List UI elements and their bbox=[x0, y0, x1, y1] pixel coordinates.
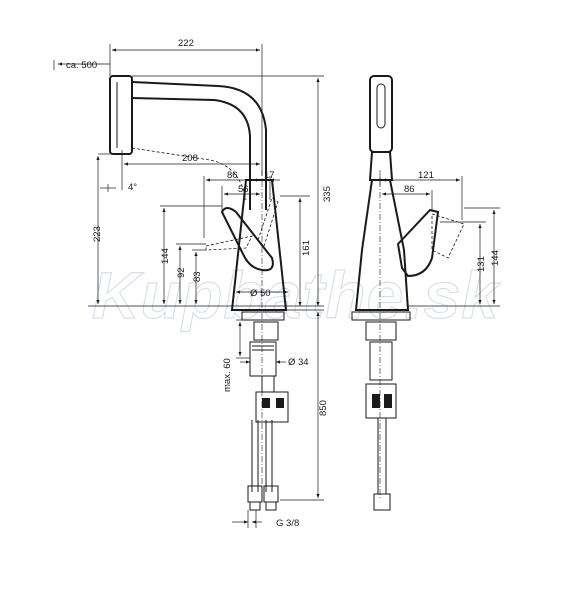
dim-front-144: 144 bbox=[490, 250, 501, 266]
dim-handle-56: 56 bbox=[238, 184, 249, 195]
dim-shank-diameter: Ø 34 bbox=[288, 357, 309, 368]
dim-front-121: 121 bbox=[418, 170, 434, 181]
lever-handle bbox=[220, 207, 274, 272]
dim-handle-17: 17 bbox=[264, 170, 275, 181]
dim-reach-total: ca. 500 bbox=[66, 60, 97, 71]
dim-max-deck: max. 60 bbox=[222, 358, 233, 392]
dim-connection-thread: G 3/8 bbox=[276, 518, 299, 529]
dim-height-144: 144 bbox=[160, 248, 171, 264]
dim-front-86: 86 bbox=[404, 184, 415, 195]
dim-angle: 4° bbox=[128, 182, 137, 193]
spray-head bbox=[109, 75, 133, 155]
front-dimensions: 121 86 131 144 bbox=[379, 170, 501, 307]
spout-arch bbox=[131, 81, 267, 210]
base-plate bbox=[241, 311, 285, 321]
shank bbox=[249, 341, 277, 377]
dim-base-diameter: Ø 50 bbox=[250, 288, 271, 299]
side-dimensions: ca. 500 222 208 86 17 56 4° 335 161 bbox=[53, 38, 333, 529]
dim-height-83: 83 bbox=[192, 271, 203, 282]
watermark-text: Kupbathe.sk bbox=[92, 258, 501, 332]
dim-handle-86: 86 bbox=[227, 170, 238, 181]
dim-height-92: 92 bbox=[176, 267, 187, 278]
front-spray-head bbox=[369, 75, 393, 153]
dim-hose-length: 850 bbox=[318, 400, 329, 416]
side-view bbox=[109, 75, 289, 511]
dim-spout-reach: 222 bbox=[178, 38, 194, 49]
dim-front-131: 131 bbox=[476, 256, 487, 272]
front-valve-box bbox=[365, 383, 397, 419]
connector-left bbox=[247, 485, 263, 503]
front-handle bbox=[396, 208, 440, 278]
dim-height-total: 335 bbox=[322, 186, 333, 202]
dim-height-223: 223 bbox=[92, 226, 103, 242]
dim-height-161: 161 bbox=[301, 240, 312, 256]
dim-spout-lower: 208 bbox=[182, 153, 198, 164]
